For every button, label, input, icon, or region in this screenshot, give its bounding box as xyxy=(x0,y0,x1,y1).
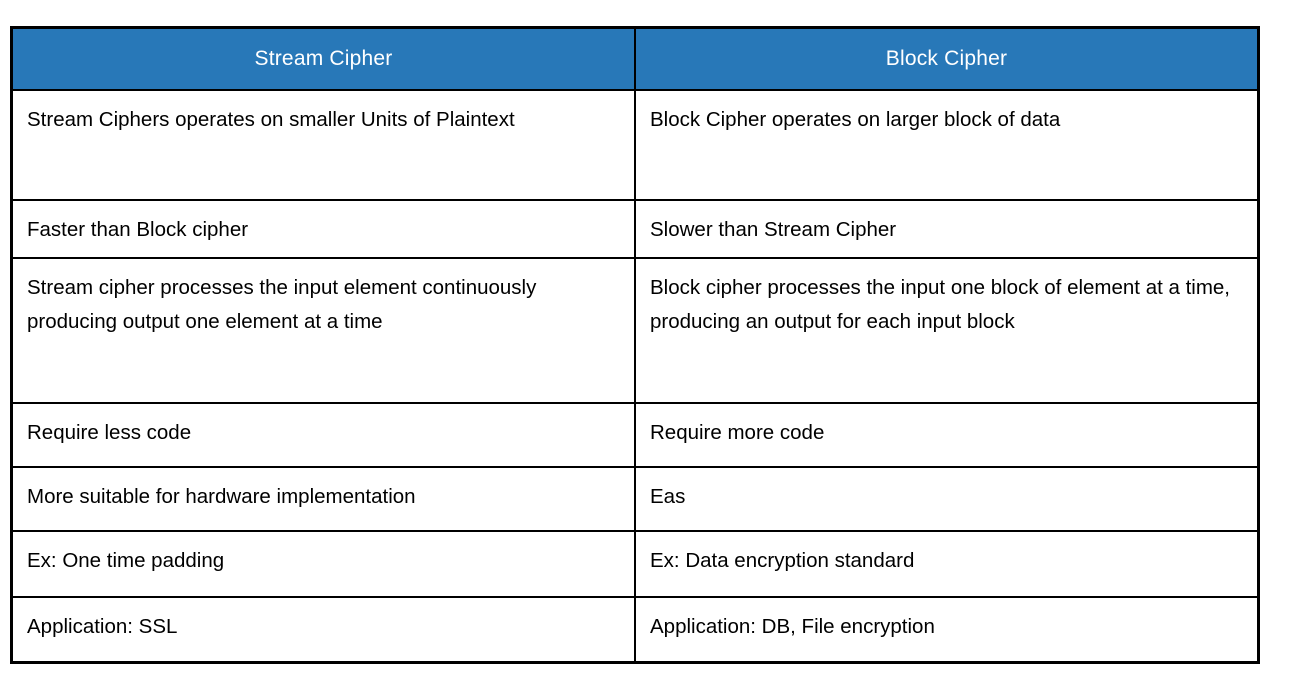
table-row: Stream cipher processes the input elemen… xyxy=(10,256,1260,404)
block-cipher-cell: Slower than Stream Cipher xyxy=(634,198,1260,259)
table-row: Ex: One time padding Ex: Data encryption… xyxy=(10,529,1260,598)
stream-cipher-cell: Require less code xyxy=(10,401,636,468)
table-row: Stream Ciphers operates on smaller Units… xyxy=(10,88,1260,201)
table-header-row: Stream Cipher Block Cipher xyxy=(10,26,1260,91)
column-header-stream-cipher: Stream Cipher xyxy=(10,26,636,91)
column-header-block-cipher: Block Cipher xyxy=(634,26,1260,91)
block-cipher-cell: Block Cipher operates on larger block of… xyxy=(634,88,1260,201)
block-cipher-cell: Eas xyxy=(634,465,1260,532)
stream-cipher-cell: Application: SSL xyxy=(10,595,636,664)
block-cipher-cell: Application: DB, File encryption xyxy=(634,595,1260,664)
stream-cipher-cell: Stream Ciphers operates on smaller Units… xyxy=(10,88,636,201)
block-cipher-cell: Block cipher processes the input one blo… xyxy=(634,256,1260,404)
block-cipher-cell: Require more code xyxy=(634,401,1260,468)
cipher-comparison-table: Stream Cipher Block Cipher Stream Cipher… xyxy=(10,26,1260,664)
table-row: More suitable for hardware implementatio… xyxy=(10,465,1260,532)
block-cipher-cell: Ex: Data encryption standard xyxy=(634,529,1260,598)
stream-cipher-cell: Ex: One time padding xyxy=(10,529,636,598)
stream-cipher-cell: More suitable for hardware implementatio… xyxy=(10,465,636,532)
table-row: Application: SSL Application: DB, File e… xyxy=(10,595,1260,664)
table-row: Require less code Require more code xyxy=(10,401,1260,468)
table-row: Faster than Block cipher Slower than Str… xyxy=(10,198,1260,259)
stream-cipher-cell: Stream cipher processes the input elemen… xyxy=(10,256,636,404)
stream-cipher-cell: Faster than Block cipher xyxy=(10,198,636,259)
